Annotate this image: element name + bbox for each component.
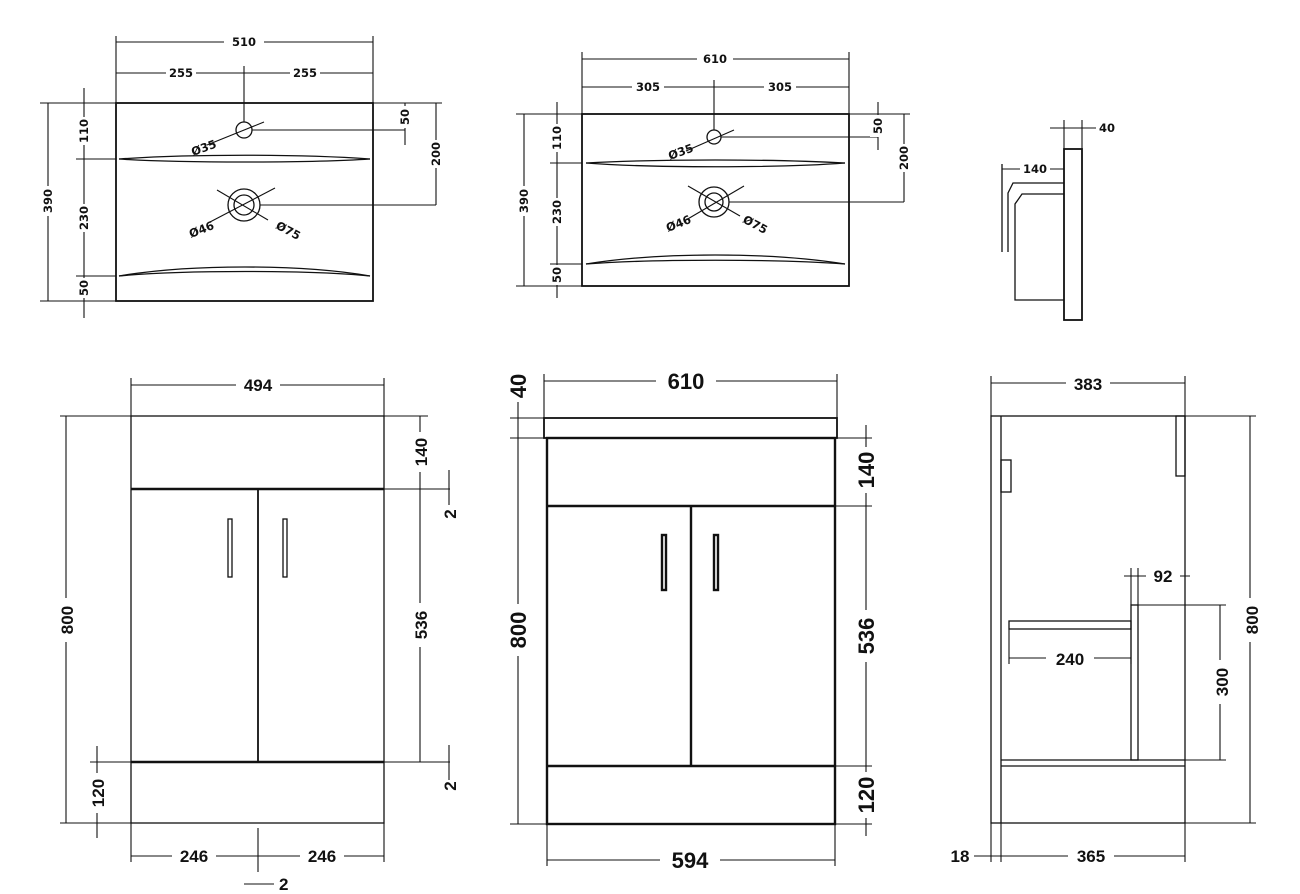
vanity-494-front: 494 800 120 140 536 2 2 246 246 2: [55, 373, 460, 894]
basin-610-width: 610: [703, 52, 727, 66]
vanity-494-door-left: 246: [180, 847, 208, 866]
vanity-side-panel: 18: [951, 847, 970, 866]
vanity-side-upright-height: 300: [1213, 668, 1232, 696]
vanity-side-shelf-depth: 240: [1056, 650, 1084, 669]
vanity-610-top-width: 610: [668, 369, 705, 394]
vanity-610-top-panel: 140: [854, 452, 879, 489]
basin-side-elevation: 40 140: [1001, 120, 1115, 321]
vanity-494-door-gap: 2: [279, 875, 288, 894]
vanity-610-base-width: 594: [672, 848, 709, 873]
basin-510-waste-outer: Ø75: [274, 218, 303, 242]
vanity-side-inner-depth: 365: [1077, 847, 1105, 866]
vanity-494-door-height: 536: [412, 611, 431, 639]
basin-510-half-right: 255: [293, 66, 317, 80]
basin-510-waste-inner: Ø46: [187, 218, 216, 241]
basin-side-rim: 40: [1099, 121, 1115, 135]
basin-510-waste-offset: 200: [429, 142, 443, 166]
basin-510-top-band: 110: [77, 119, 91, 143]
basin-510-bottom-band: 50: [77, 280, 91, 296]
basin-510-middle-band: 230: [77, 206, 91, 230]
vanity-side-height: 800: [1243, 606, 1262, 634]
vanity-494-width: 494: [244, 376, 273, 395]
basin-610-waste-offset: 200: [897, 146, 911, 170]
basin-610-waste-outer: Ø75: [741, 212, 770, 236]
basin-510-half-left: 255: [169, 66, 193, 80]
basin-610-half-left: 305: [636, 80, 660, 94]
vanity-610-door-height: 536: [854, 618, 879, 655]
basin-610-height: 390: [517, 189, 531, 213]
basin-610-waste-inner: Ø46: [664, 212, 693, 235]
basin-610-tap-offset: 50: [871, 118, 885, 134]
vanity-610-top-thickness: 40: [506, 374, 531, 398]
vanity-610-height: 800: [506, 612, 531, 649]
basin-510-plan: 510 255 255 390 110 230 50 50 200 Ø35 Ø4…: [40, 34, 444, 318]
vanity-494-top-panel: 140: [412, 438, 431, 466]
vanity-610-front: 610 40 800 140 536 120 594: [505, 368, 879, 874]
basin-610-half-right: 305: [768, 80, 792, 94]
basin-510-tap-offset: 50: [398, 109, 412, 125]
vanity-side-elevation: 383 800 92 240 300 18 365: [951, 373, 1262, 867]
vanity-494-gap-top: 2: [441, 509, 460, 518]
vanity-494-plinth: 120: [89, 779, 108, 807]
basin-610-plan: 610 305 305 390 110 230 50 50 200 Ø35 Ø4…: [516, 51, 912, 298]
vanity-494-gap-bottom: 2: [441, 781, 460, 790]
basin-510-width: 510: [232, 35, 256, 49]
vanity-side-depth: 383: [1074, 375, 1102, 394]
vanity-494-door-right: 246: [308, 847, 336, 866]
basin-610-bottom-band: 50: [550, 267, 564, 283]
vanity-side-shelf-offset: 92: [1154, 567, 1173, 586]
basin-610-top-band: 110: [550, 126, 564, 150]
basin-610-middle-band: 230: [550, 200, 564, 224]
vanity-610-plinth: 120: [854, 777, 879, 814]
basin-side-depth: 140: [1023, 162, 1047, 176]
basin-510-height: 390: [41, 189, 55, 213]
vanity-494-height: 800: [58, 606, 77, 634]
